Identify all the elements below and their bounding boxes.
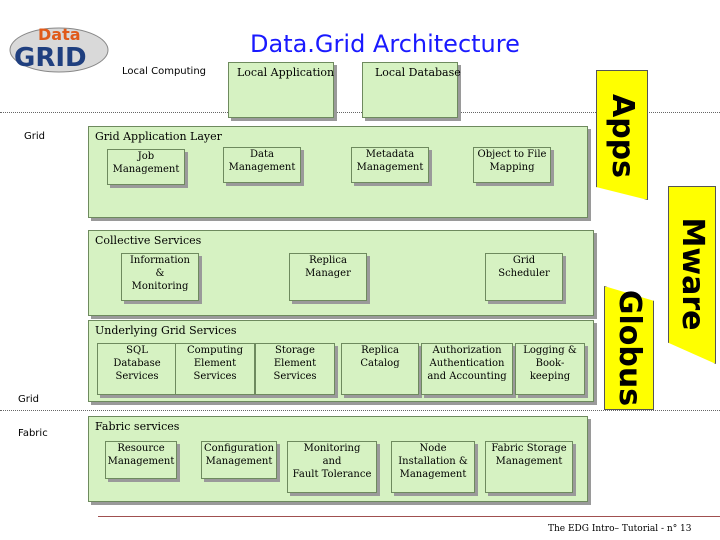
- monitoring-fault-tolerance-box: Monitoring and Fault Tolerance: [287, 441, 377, 493]
- local-database-label: Local Database: [375, 66, 461, 79]
- object-to-file-mapping-box: Object to File Mapping: [473, 147, 551, 183]
- mware-tab-label: Mware: [675, 217, 710, 331]
- collective-services-title: Collective Services: [95, 234, 202, 247]
- grid-application-layer-title: Grid Application Layer: [95, 130, 222, 143]
- fabric-services-layer: Fabric services Resource Management Conf…: [88, 416, 588, 502]
- replica-manager-box: Replica Manager: [289, 253, 367, 301]
- storage-element-services-box: Storage Element Services: [255, 343, 335, 395]
- globus-tab-label: Globus: [612, 289, 647, 407]
- separator-local-grid: [0, 112, 720, 113]
- separator-grid-fabric: [0, 410, 720, 411]
- information-monitoring-box: Information & Monitoring: [121, 253, 199, 301]
- local-application-label: Local Application: [237, 66, 335, 79]
- local-database-box: Local Database: [362, 62, 461, 118]
- footer-text: The EDG Intro– Tutorial - n° 13: [548, 524, 692, 534]
- mware-tab: [668, 186, 716, 364]
- label-grid-top: Grid: [24, 131, 45, 142]
- apps-tab: [596, 70, 648, 200]
- local-application-box: Local Application: [228, 62, 334, 118]
- grid-scheduler-box: Grid Scheduler: [485, 253, 563, 301]
- replica-catalog-box: Replica Catalog: [341, 343, 419, 395]
- data-management-box: Data Management: [223, 147, 301, 183]
- node-installation-management-box: Node Installation & Management: [391, 441, 475, 493]
- job-management-box: Job Management: [107, 149, 185, 185]
- logging-bookkeeping-box: Logging & Book- keeping: [515, 343, 585, 395]
- fabric-services-title: Fabric services: [95, 420, 180, 433]
- underlying-grid-services-layer: Underlying Grid Services SQL Database Se…: [88, 320, 594, 402]
- grid-application-layer: Grid Application Layer Job Management Da…: [88, 126, 588, 218]
- collective-services-layer: Collective Services Information & Monito…: [88, 230, 594, 316]
- label-grid-bottom: Grid: [18, 394, 39, 405]
- sql-database-services-box: SQL Database Services: [97, 343, 177, 395]
- authorization-authentication-box: Authorization Authentication and Account…: [421, 343, 513, 395]
- metadata-management-box: Metadata Management: [351, 147, 429, 183]
- configuration-management-box: Configuration Management: [201, 441, 277, 479]
- datagrid-logo: Data GRID: [8, 20, 110, 74]
- resource-management-box: Resource Management: [105, 441, 177, 479]
- label-local-computing: Local Computing: [122, 66, 207, 77]
- page-title: Data.Grid Architecture: [250, 30, 520, 58]
- underlying-grid-services-title: Underlying Grid Services: [95, 324, 237, 337]
- footer-divider: [98, 516, 720, 517]
- computing-element-services-box: Computing Element Services: [175, 343, 255, 395]
- svg-text:Data: Data: [38, 25, 81, 44]
- globus-tab: [604, 286, 654, 410]
- fabric-storage-management-box: Fabric Storage Management: [485, 441, 573, 493]
- svg-text:GRID: GRID: [14, 43, 87, 73]
- apps-tab-label: Apps: [605, 93, 640, 179]
- label-fabric: Fabric: [18, 428, 48, 439]
